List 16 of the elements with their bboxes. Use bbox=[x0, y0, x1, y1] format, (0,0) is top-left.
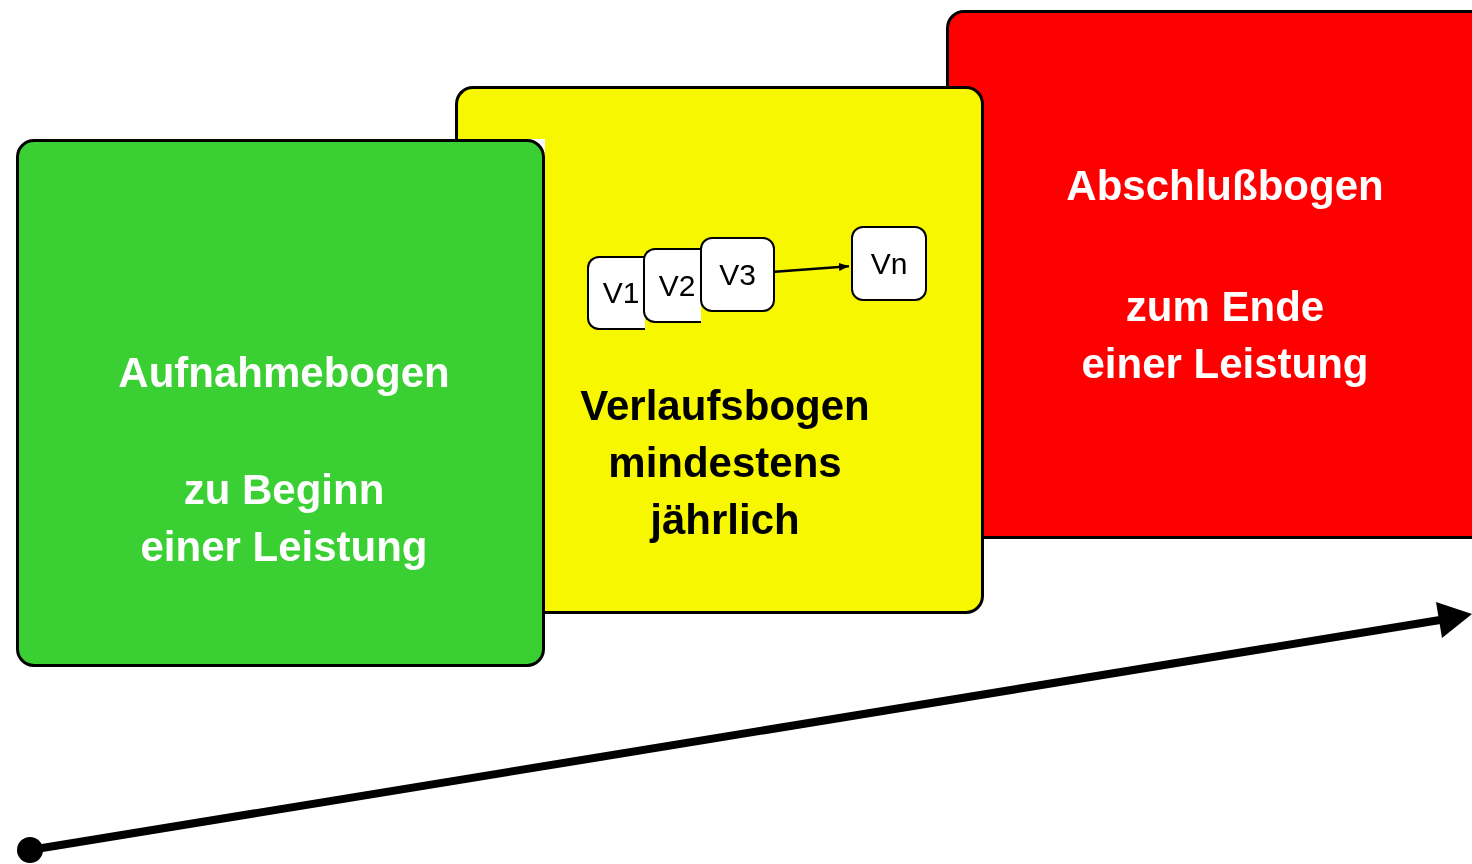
version-box bbox=[700, 237, 775, 312]
stage-title: Aufnahmebogen bbox=[118, 348, 450, 398]
stage-card bbox=[16, 139, 545, 667]
version-label: V1 bbox=[602, 278, 640, 308]
stage-title: Verlaufsbogen mindestens jährlich bbox=[579, 381, 871, 545]
version-label: V3 bbox=[719, 259, 756, 290]
version-box bbox=[587, 256, 645, 330]
version-box bbox=[851, 226, 927, 301]
stage-description: zu Beginn einer Leistung bbox=[139, 465, 429, 572]
version-label: Vn bbox=[870, 248, 908, 279]
stage-title: Abschlußbogen bbox=[1066, 161, 1384, 211]
stage-card bbox=[946, 10, 1472, 539]
version-box bbox=[643, 248, 701, 323]
stage-description: zum Ende einer Leistung bbox=[1080, 282, 1370, 389]
version-label: V2 bbox=[658, 270, 696, 301]
arrow bbox=[774, 263, 850, 274]
